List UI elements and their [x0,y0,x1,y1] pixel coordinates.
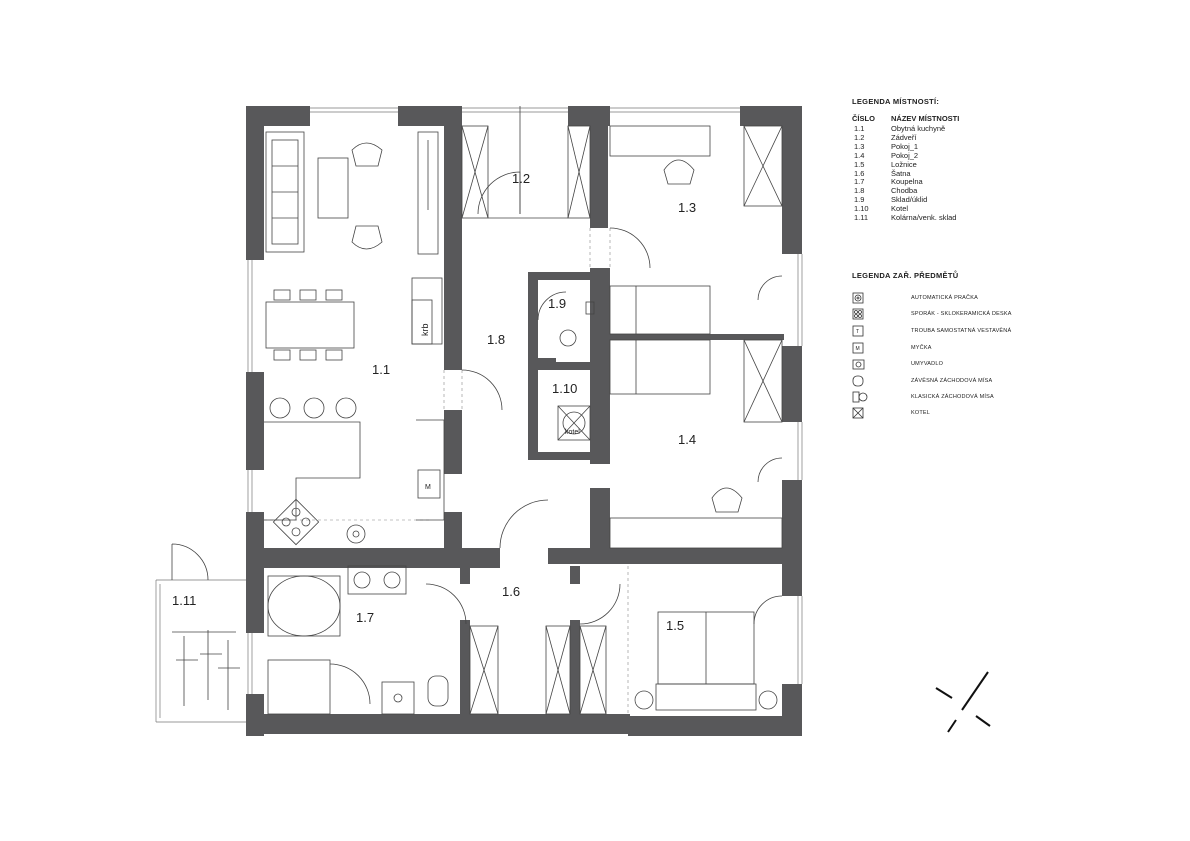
equipment-label: UMYVADLO [911,361,944,367]
legend-row-name: Šatna [891,168,911,178]
legend-row-number: 1.10 [854,204,869,214]
equipment-label: AUTOMATICKÁ PRAČKA [911,295,978,301]
room-label: 1.7 [356,610,374,625]
equipment-label: ZÁVĚSNÁ ZÁCHODOVÁ MÍSA [911,378,993,384]
cooktop-icon [852,308,864,320]
room-label: 1.6 [502,584,520,599]
col-number-header: ČÍSLO [852,114,875,123]
legend-row-name: Chodba [891,186,918,196]
col-name-header: NÁZEV MÍSTNOSTI [891,114,960,123]
washbasin-icon [852,359,865,370]
legend-row-number: 1.2 [854,132,865,142]
legend-row-name: Obytná kuchyně [891,124,946,133]
oven-mark: T [856,329,859,335]
legend-row-number: 1.3 [854,141,865,151]
legend-row-number: 1.9 [854,195,865,205]
dishwasher-icon [852,342,864,354]
room-label: 1.3 [678,200,696,215]
legend-row-number: 1.7 [854,177,865,187]
room-label: 1.10 [552,381,577,396]
room-labels: 1.1 1.2 1.3 1.4 1.5 1.6 1.7 1.8 1.9 1.10… [172,171,696,633]
dishwasher-mark: M [856,346,860,352]
equipment-label: KOTEL [911,410,931,416]
equipment-legend: LEGENDA ZAŘ. PŘEDMĚTŮ [852,271,1052,280]
legend-row-number: 1.11 [854,213,869,222]
room-label: 1.8 [487,332,505,347]
fireplace-label: krb [420,323,430,336]
room-label: 1.11 [172,593,196,608]
boiler-icon [852,407,864,419]
legend-row-name: Pokoj_2 [891,150,919,160]
equipment-legend-title: LEGENDA ZAŘ. PŘEDMĚTŮ [852,271,959,280]
doors [171,171,783,705]
washer-label: M [425,484,431,491]
room-label: 1.5 [666,618,684,633]
oven-icon [852,325,864,337]
legend-row-name: Sklad/úklid [891,195,928,205]
room-label: 1.9 [548,296,566,311]
legend-row-number: 1.5 [854,159,865,169]
room-label: 1.1 [372,362,390,377]
legend-row-number: 1.1 [854,124,865,133]
room-label: 1.2 [512,171,530,186]
legend-row-name: Ložnice [891,159,917,169]
window-lines [155,107,803,723]
furniture [172,106,783,715]
boiler-label: kotel [565,429,580,436]
opening-lines [264,228,629,716]
wall-toilet-icon [852,375,864,387]
washing-machine-icon [852,292,864,304]
north-arrow-icon [935,671,991,733]
equipment-label: SPORÁK - SKLOKERAMICKÁ DESKA [911,311,1012,317]
equipment-label: MYČKA [911,345,932,351]
equipment-label: KLASICKÁ ZÁCHODOVÁ MÍSA [911,394,994,400]
room-legend-title: LEGENDA MÍSTNOSTÍ: [852,97,940,106]
legend-row-name: Pokoj_1 [891,141,919,151]
legend-row-name: Zádveří [891,132,917,142]
room-label: 1.4 [678,432,696,447]
legend-row-number: 1.6 [854,168,865,178]
legend-row-name: Kolárna/venk. sklad [891,213,957,222]
legend-row-number: 1.8 [854,186,865,196]
floor-toilet-icon [852,391,868,403]
room-legend: LEGENDA MÍSTNOSTÍ: ČÍSLO NÁZEV MÍSTNOSTI… [852,97,1042,222]
legend-row-name: Koupelna [891,177,923,187]
legend-row-name: Kotel [891,204,909,214]
walls [246,106,802,736]
legend-row-number: 1.4 [854,150,865,160]
equipment-label: TROUBA SAMOSTATNÁ VESTAVĚNÁ [911,328,1012,334]
equipment-symbols [852,292,868,419]
